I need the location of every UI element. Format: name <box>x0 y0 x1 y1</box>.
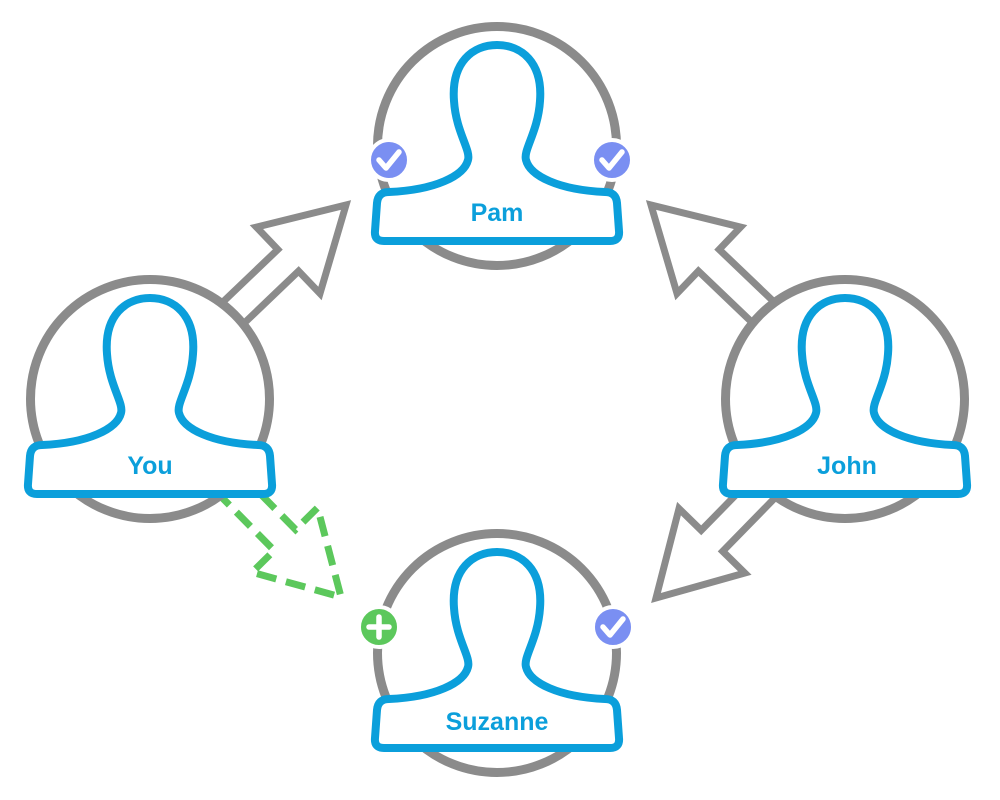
person-node-pam: Pam <box>375 22 619 270</box>
person-name-label: John <box>817 452 877 480</box>
check-badge-icon <box>367 138 411 182</box>
person-name-label: Pam <box>471 199 524 227</box>
check-badge-icon <box>590 138 634 182</box>
plus-badge-icon <box>357 605 401 649</box>
person-name-label: You <box>127 452 172 480</box>
status-badges <box>357 138 635 649</box>
person-node-you: You <box>28 275 272 523</box>
check-badge-icon <box>591 605 635 649</box>
person-node-suzanne: Suzanne <box>375 529 619 777</box>
person-name-label: Suzanne <box>446 708 549 736</box>
person-node-john: John <box>723 275 967 523</box>
